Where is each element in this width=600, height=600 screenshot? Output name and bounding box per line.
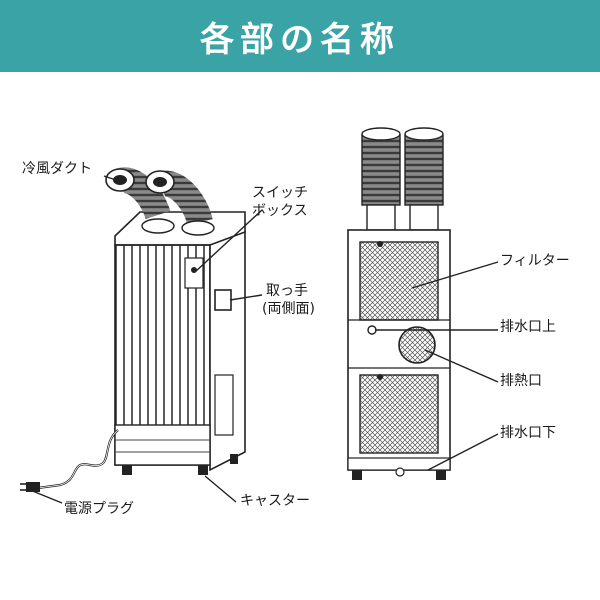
label-power-plug: 電源プラグ bbox=[64, 501, 134, 517]
front-unit-illustration bbox=[20, 167, 246, 492]
label-filter: フィルター bbox=[500, 253, 570, 269]
label-drain-lower: 排水口下 bbox=[500, 425, 556, 441]
leader-handle bbox=[229, 294, 263, 301]
leader-switch-box bbox=[194, 209, 263, 273]
label-handle-line1: 取っ手 bbox=[266, 283, 308, 299]
leader-drain-lower bbox=[427, 433, 499, 471]
page-title: 各部の名称 bbox=[200, 19, 400, 60]
label-switch-box-line1: スイッチ bbox=[252, 185, 308, 201]
power-cord bbox=[20, 429, 119, 492]
diagram-canvas bbox=[20, 127, 499, 504]
title-banner: 各部の名称 bbox=[0, 0, 600, 72]
leader-filter bbox=[411, 261, 499, 289]
leader-power-plug bbox=[29, 489, 63, 504]
label-handle-line2: (両側面) bbox=[262, 301, 315, 317]
back-cold-air-ducts bbox=[361, 127, 444, 231]
label-casters: キャスター bbox=[240, 493, 310, 509]
label-switch-box-line2: ボックス bbox=[252, 203, 308, 219]
front-cold-air-ducts bbox=[105, 167, 215, 236]
leader-lines bbox=[29, 175, 499, 504]
leader-exhaust-port bbox=[424, 349, 499, 383]
label-exhaust-port: 排熱口 bbox=[500, 373, 542, 389]
label-drain-upper: 排水口上 bbox=[500, 319, 556, 335]
back-unit-illustration bbox=[347, 127, 451, 480]
leader-cold-air-duct bbox=[103, 175, 123, 183]
leader-casters bbox=[204, 475, 237, 503]
label-cold-air-duct: 冷風ダクト bbox=[22, 161, 92, 177]
